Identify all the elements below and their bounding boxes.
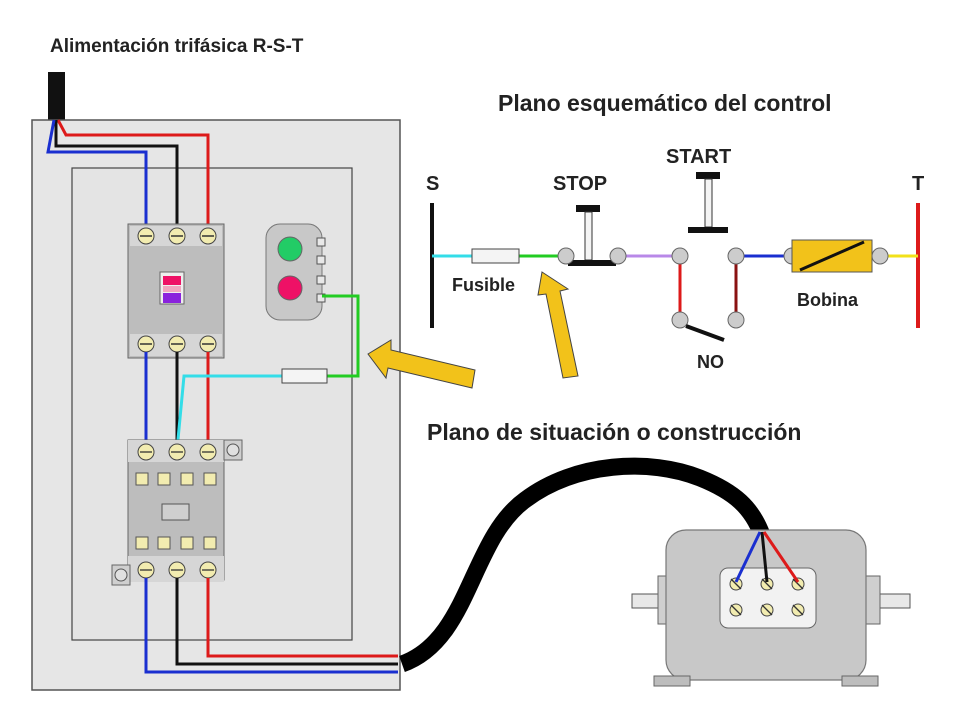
- label-coil: Bobina: [797, 290, 859, 310]
- panel-fuse: [281, 368, 328, 384]
- contactor: [111, 439, 243, 586]
- wire-t-supply: [46, 119, 148, 232]
- circuit-breaker: [127, 223, 225, 359]
- control-title: Plano esquemático del control: [498, 90, 832, 116]
- label-t: T: [912, 173, 924, 195]
- label-stop: STOP: [553, 173, 607, 195]
- arrow-to-schematic: [537, 271, 579, 379]
- supply-label: Alimentación trifásica R-S-T: [50, 36, 304, 57]
- supply-cable: [48, 72, 65, 120]
- wire-control-green: [322, 294, 360, 378]
- wire-fuse-cyan: [175, 374, 282, 451]
- motor-wire-s: [760, 531, 769, 583]
- wire-s-supply: [54, 120, 179, 232]
- push-button-station: [265, 223, 326, 321]
- motor: [631, 529, 911, 687]
- coil: [783, 239, 889, 273]
- situation-title: Plano de situación o construcción: [427, 419, 801, 445]
- motor-cable: [398, 457, 770, 673]
- motor-wire-t: [734, 531, 762, 583]
- start-button: [277, 236, 303, 262]
- wire-t-output: [144, 578, 398, 674]
- label-s: S: [426, 173, 439, 195]
- wire-r-output: [206, 578, 398, 658]
- stop-button: [277, 275, 303, 301]
- wire-r-supply: [56, 119, 210, 232]
- stop-pushbutton: [557, 205, 627, 266]
- label-no: NO: [697, 352, 724, 372]
- arrow-to-panel: [367, 339, 476, 389]
- label-fuse: Fusible: [452, 275, 515, 295]
- no-contact: [671, 311, 745, 342]
- motor-wire-r: [762, 531, 800, 583]
- schematic-fuse: [471, 248, 520, 264]
- label-start: START: [666, 146, 731, 168]
- wire-s-output: [175, 578, 398, 666]
- start-pushbutton: [671, 172, 745, 265]
